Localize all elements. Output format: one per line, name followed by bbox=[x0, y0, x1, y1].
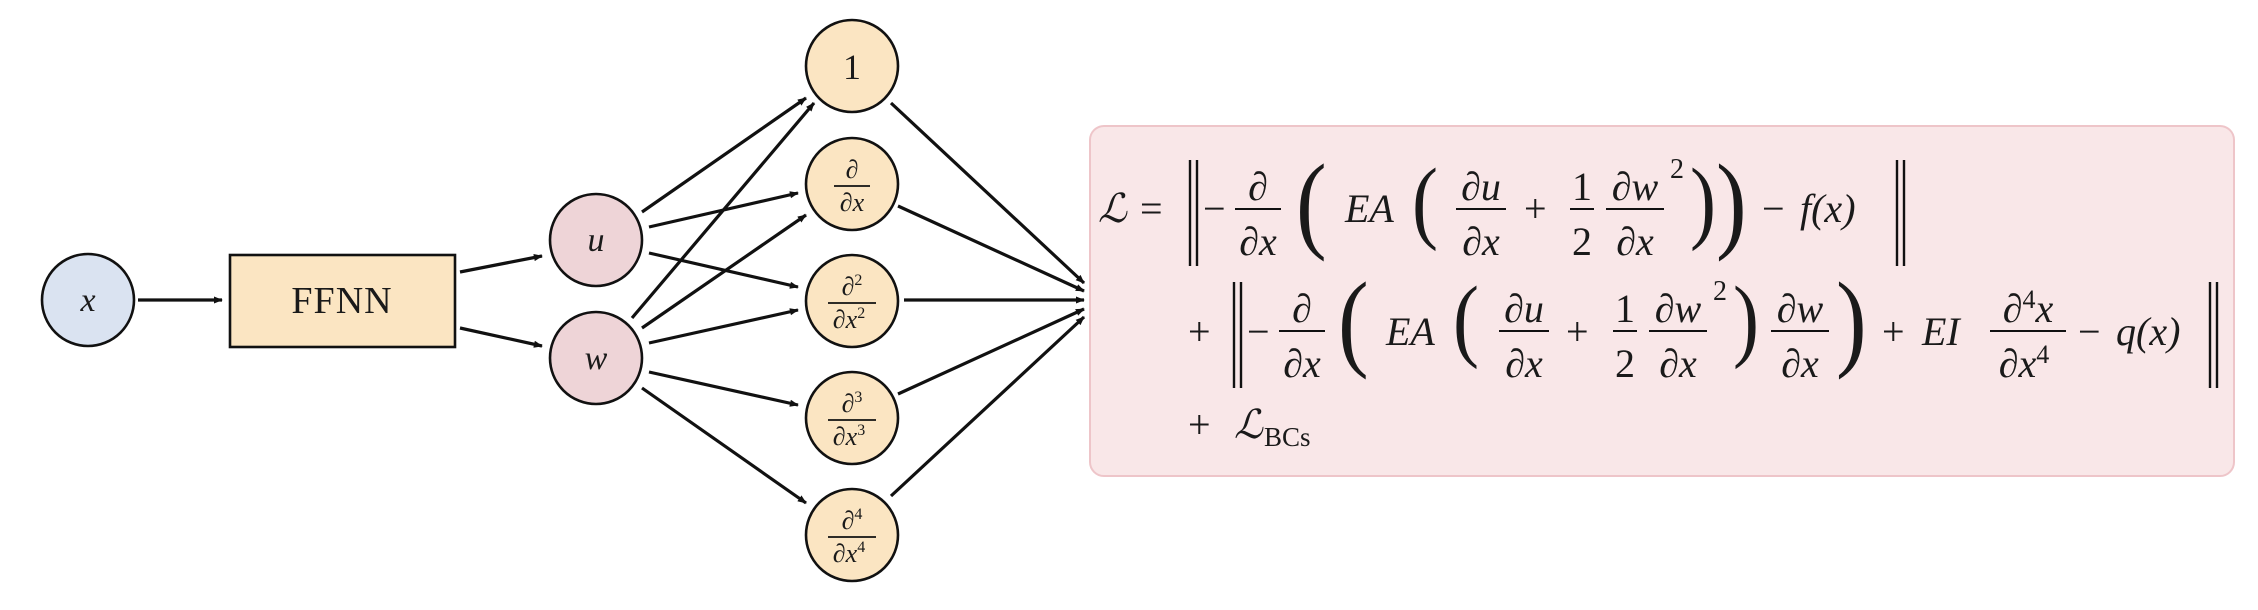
edge-d1-loss bbox=[897, 204, 1085, 293]
frac-half-num-1: 1 bbox=[1572, 164, 1592, 209]
input-node-label: x bbox=[79, 282, 95, 319]
frac-dw-num-1: ∂w bbox=[1612, 164, 1659, 209]
paren-close-mid-2: ) bbox=[1733, 268, 1759, 369]
sq-1: 2 bbox=[1670, 154, 1684, 185]
output-node-w-circle bbox=[548, 310, 644, 406]
frac-dw-den-1: ∂x bbox=[1616, 219, 1654, 264]
plus-2b: + bbox=[1566, 309, 1589, 354]
derivative-node-3-den: ∂x3 bbox=[833, 422, 865, 451]
output-node-u-label: u bbox=[588, 222, 605, 259]
edge-w-d2 bbox=[648, 308, 799, 345]
derivative-node-1-circle bbox=[804, 136, 900, 232]
derivative-node-2-circle bbox=[804, 253, 900, 349]
edge-ffnn-w bbox=[459, 326, 543, 348]
derivative-node-identity: 1 bbox=[804, 18, 900, 114]
paren-close-mid-1: ) bbox=[1690, 150, 1716, 251]
edge-d3-loss bbox=[897, 307, 1085, 396]
derivative-node-4: ∂4 ∂x4 bbox=[804, 487, 900, 583]
loss-box-rect bbox=[1089, 125, 2235, 477]
derivative-node-1: ∂ ∂x bbox=[804, 136, 900, 232]
edge-1-loss bbox=[889, 101, 1086, 285]
f-of-x: f(x) bbox=[1800, 186, 1856, 231]
input-node-circle bbox=[40, 252, 136, 348]
derivative-node-4-den: ∂x4 bbox=[833, 539, 865, 568]
output-node-w: w bbox=[548, 310, 644, 406]
loss-symbol: ℒ bbox=[1098, 186, 1128, 232]
derivative-node-identity-label: 1 bbox=[843, 47, 861, 87]
derivative-node-4-circle bbox=[804, 487, 900, 583]
plus-2c: + bbox=[1882, 309, 1905, 354]
plus-3: + bbox=[1188, 402, 1211, 447]
ea-1: EA bbox=[1344, 186, 1394, 231]
frac-half-den-1: 2 bbox=[1572, 219, 1592, 264]
loss-line-2: + − ∂ ∂x ( EA ( ∂u ∂x + 1 2 ∂w ∂x 2 ) ∂w… bbox=[1188, 259, 2219, 388]
frac-dw-num-2: ∂w bbox=[1655, 286, 1702, 331]
ffnn-box: FFNN bbox=[228, 253, 457, 349]
frac-du-num-2: ∂u bbox=[1504, 286, 1544, 331]
derivative-node-1-den: ∂x bbox=[840, 188, 865, 217]
frac-dw2-num-2: ∂w bbox=[1777, 286, 1824, 331]
derivative-node-4-num: ∂4 bbox=[842, 506, 863, 535]
output-node-u-circle bbox=[548, 192, 644, 288]
loss-line-3: + ℒ BCs bbox=[1188, 402, 1311, 452]
paren-close-big-1: ) bbox=[1716, 141, 1747, 262]
loss-equals: = bbox=[1140, 186, 1163, 231]
q-of-x: q(x) bbox=[2116, 309, 2180, 354]
frac-d-num-1: ∂ bbox=[1248, 164, 1268, 209]
edge-u-1 bbox=[641, 96, 807, 214]
paren-close-big-2: ) bbox=[1836, 259, 1867, 380]
minus-2: − bbox=[1247, 309, 1270, 354]
paren-open-big-1: ( bbox=[1296, 141, 1327, 262]
derivative-node-identity-circle bbox=[804, 18, 900, 114]
edge-w-d3 bbox=[648, 370, 799, 407]
edges bbox=[138, 96, 1086, 505]
derivative-node-2-den: ∂x2 bbox=[833, 305, 865, 334]
plus-2: + bbox=[1188, 309, 1211, 354]
loss-bcs-symbol: ℒ bbox=[1234, 402, 1264, 448]
input-node: x bbox=[40, 252, 136, 348]
output-node-w-label: w bbox=[585, 340, 608, 377]
frac-half-den-2: 2 bbox=[1615, 341, 1635, 386]
edge-w-1 bbox=[630, 101, 816, 320]
frac-du-den-1: ∂x bbox=[1462, 219, 1500, 264]
plus-1: + bbox=[1524, 186, 1547, 231]
ei: EI bbox=[1921, 309, 1961, 354]
edge-w-d1 bbox=[641, 213, 807, 330]
minus-2b: − bbox=[2078, 309, 2101, 354]
loss-line-1: ℒ = − ∂ ∂x ( EA ( ∂u ∂x + 1 2 ∂w ∂x 2 bbox=[1098, 141, 1906, 266]
ffnn-label: FFNN bbox=[291, 280, 392, 322]
sq-2: 2 bbox=[1713, 276, 1727, 307]
minus-1b: − bbox=[1762, 186, 1785, 231]
frac-dw2-den-2: ∂x bbox=[1781, 341, 1819, 386]
derivative-node-2: ∂2 ∂x2 bbox=[804, 253, 900, 349]
derivative-node-3-circle bbox=[804, 370, 900, 466]
derivative-node-1-num: ∂ bbox=[846, 155, 859, 184]
frac-d-den-1: ∂x bbox=[1239, 219, 1277, 264]
minus-1: − bbox=[1203, 186, 1226, 231]
paren-open-mid-2: ( bbox=[1453, 268, 1479, 369]
ea-2: EA bbox=[1385, 309, 1435, 354]
derivative-node-3: ∂3 ∂x3 bbox=[804, 370, 900, 466]
frac-du-den-2: ∂x bbox=[1505, 341, 1543, 386]
paren-open-big-2: ( bbox=[1338, 259, 1369, 380]
frac-d-den-2: ∂x bbox=[1283, 341, 1321, 386]
derivative-node-3-num: ∂3 bbox=[842, 389, 863, 418]
edge-w-d4 bbox=[641, 386, 807, 505]
ffnn-rect bbox=[228, 253, 457, 349]
frac-dw-den-2: ∂x bbox=[1659, 341, 1697, 386]
output-node-u: u bbox=[548, 192, 644, 288]
frac-d-num-2: ∂ bbox=[1292, 286, 1312, 331]
frac-d4x-den: ∂x4 bbox=[1999, 340, 2050, 386]
frac-du-num-1: ∂u bbox=[1461, 164, 1501, 209]
edge-ffnn-u bbox=[459, 254, 543, 274]
frac-d4x-num: ∂4x bbox=[2003, 285, 2054, 331]
loss-bcs-sub: BCs bbox=[1264, 422, 1311, 452]
paren-open-mid-1: ( bbox=[1412, 150, 1438, 251]
edge-d4-loss bbox=[889, 315, 1086, 498]
derivative-node-2-num: ∂2 bbox=[842, 272, 863, 301]
frac-half-num-2: 1 bbox=[1615, 286, 1635, 331]
loss-box: ℒ = − ∂ ∂x ( EA ( ∂u ∂x + 1 2 ∂w ∂x 2 bbox=[1089, 125, 2235, 477]
